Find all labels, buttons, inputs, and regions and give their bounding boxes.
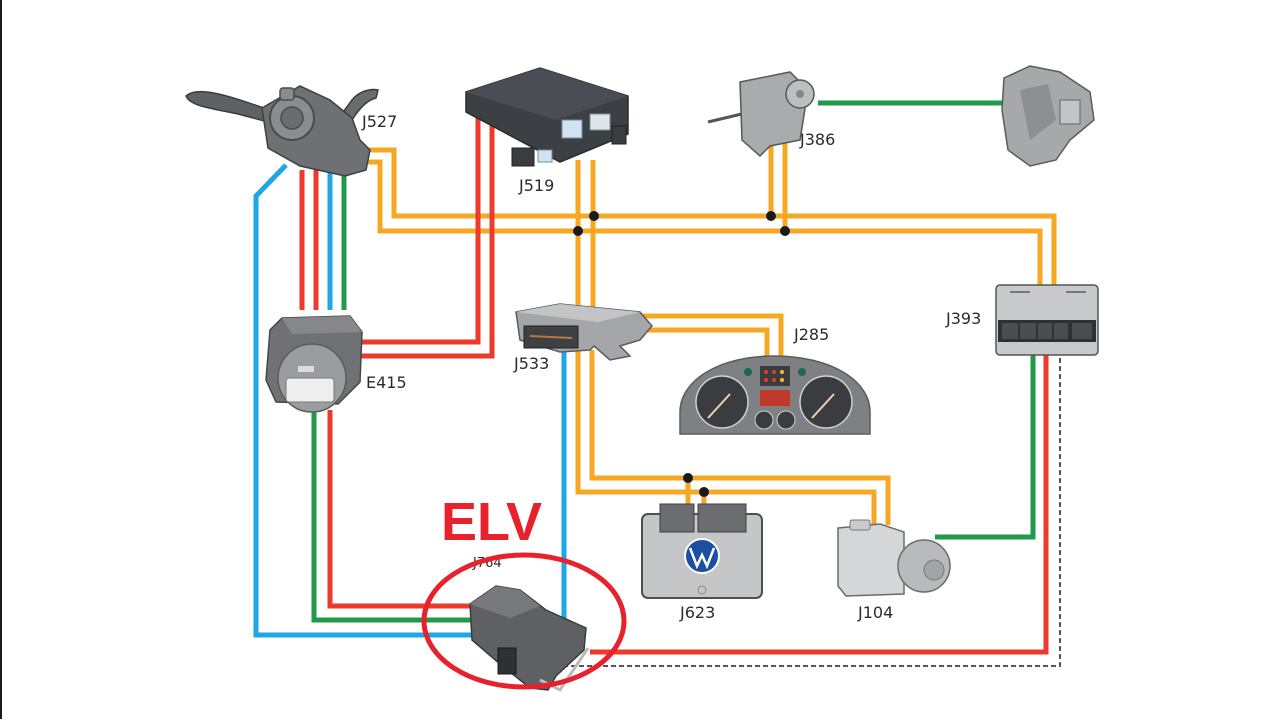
junction-dot bbox=[589, 211, 599, 221]
component-J104[interactable] bbox=[837, 519, 951, 597]
label-J519: J519 bbox=[518, 176, 554, 195]
component-J764[interactable] bbox=[469, 585, 590, 692]
component-door-lock[interactable] bbox=[1001, 65, 1095, 167]
component-J623[interactable] bbox=[641, 503, 763, 599]
power-wire bbox=[358, 110, 495, 359]
can-wire bbox=[589, 350, 891, 525]
red-wires bbox=[299, 110, 1049, 655]
component-J285[interactable] bbox=[679, 355, 871, 435]
stalk-left-icon bbox=[185, 90, 271, 123]
can-wire bbox=[364, 159, 1043, 285]
warning-lights-icon bbox=[760, 366, 790, 386]
elv-annotation: ELV bbox=[441, 492, 542, 552]
label-J527: J527 bbox=[361, 112, 397, 131]
lin-wire bbox=[548, 350, 567, 623]
component-J519[interactable] bbox=[465, 67, 629, 167]
relay-icon bbox=[589, 113, 611, 131]
can-wire bbox=[575, 350, 877, 525]
label-J623: J623 bbox=[679, 603, 715, 622]
relay-icon bbox=[537, 149, 553, 163]
junction-dot bbox=[683, 473, 693, 483]
label-J104: J104 bbox=[857, 603, 893, 622]
component-J527[interactable] bbox=[185, 85, 379, 177]
connector-icon bbox=[1038, 323, 1052, 339]
junction-dot bbox=[766, 211, 776, 221]
junction-dot bbox=[780, 226, 790, 236]
connector-icon bbox=[1072, 323, 1092, 339]
can-bus-wires bbox=[364, 140, 1057, 525]
connector-icon bbox=[1002, 323, 1018, 339]
frame-edge bbox=[0, 0, 2, 719]
green-wire bbox=[935, 352, 1036, 540]
connector-icon bbox=[497, 647, 517, 675]
label-J285: J285 bbox=[793, 325, 829, 344]
can-wire bbox=[640, 313, 784, 356]
connector-icon bbox=[1020, 323, 1036, 339]
component-J386[interactable] bbox=[707, 71, 815, 158]
key-slot-icon bbox=[285, 377, 335, 403]
label-J393: J393 bbox=[945, 309, 981, 328]
component-E415[interactable] bbox=[265, 315, 363, 413]
can-wire bbox=[640, 327, 770, 356]
label-J386: J386 bbox=[799, 130, 835, 149]
dashed-wire bbox=[555, 350, 1061, 667]
can-wire bbox=[364, 147, 1057, 285]
relay-icon bbox=[561, 119, 583, 139]
junction-dot bbox=[699, 487, 709, 497]
junction-dot bbox=[573, 226, 583, 236]
component-J393[interactable] bbox=[995, 284, 1099, 356]
component-J533[interactable] bbox=[515, 303, 653, 361]
lin-wire bbox=[253, 163, 476, 638]
label-E415: E415 bbox=[366, 373, 407, 392]
label-J533: J533 bbox=[513, 354, 549, 373]
display-icon bbox=[760, 390, 790, 406]
wires bbox=[253, 100, 1061, 667]
power-wire bbox=[358, 110, 481, 345]
connector-icon bbox=[1054, 323, 1068, 339]
power-wire bbox=[590, 350, 1049, 655]
junctions bbox=[573, 211, 790, 497]
highlight-circle bbox=[421, 552, 627, 690]
